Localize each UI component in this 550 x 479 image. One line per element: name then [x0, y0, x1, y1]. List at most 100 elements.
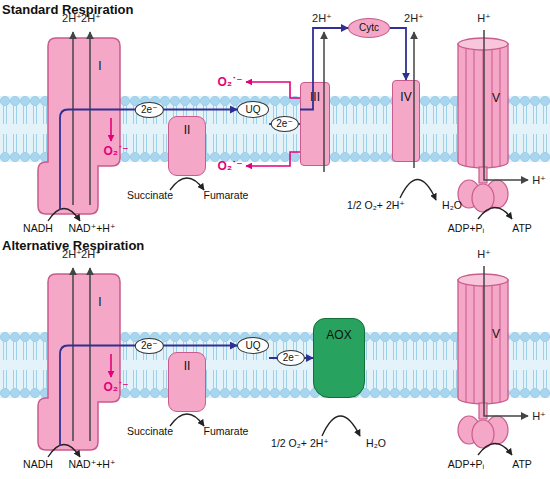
complex-label: I: [98, 296, 101, 308]
proton-arrow: [89, 268, 91, 441]
complex-ii: II: [168, 116, 206, 176]
superoxide-arrow: [110, 118, 112, 141]
complex-label: V: [492, 328, 500, 340]
proton-label: 2H⁺: [81, 13, 101, 24]
reaction-arc: [322, 416, 360, 436]
panel-heading: Alternative Respiration: [2, 239, 144, 252]
complex-label: III: [310, 91, 320, 103]
complex-iii: III: [300, 82, 330, 166]
reaction-arc: [400, 179, 436, 200]
proton-arrow: [484, 266, 528, 416]
proton-label: 2H⁺: [62, 13, 82, 24]
f0-cylinder: [458, 280, 508, 404]
f0-cylinder: [458, 44, 508, 168]
reaction-arc: [478, 208, 512, 220]
substrate-label: Succinate: [127, 190, 173, 201]
proton-arrow: [89, 32, 91, 205]
substrate-label: 1/2 O₂+ 2H⁺: [271, 438, 329, 449]
complex-outline: [38, 274, 120, 450]
proton-arrow: [413, 32, 415, 168]
electron-flow: [313, 28, 348, 82]
complex-label: Cytc: [359, 23, 379, 33]
proton-label: 2H⁺: [81, 249, 101, 260]
superoxide-arrows: [111, 82, 300, 377]
reaction-arc: [48, 445, 80, 458]
membrane-top: [0, 96, 550, 162]
electron-flow: [120, 345, 237, 347]
electron-flow: [120, 109, 237, 111]
superoxide-arrow: [246, 152, 300, 166]
superoxide-arrow: [246, 82, 300, 98]
membrane-band: [0, 96, 550, 162]
complex-label: I: [98, 60, 101, 72]
f1-subunit: [458, 416, 480, 444]
substrate-label: NADH: [23, 223, 53, 234]
complex-i-body: [38, 274, 120, 450]
proton-label: H⁺: [477, 249, 491, 260]
f0-top: [458, 38, 508, 50]
electron-flow: [269, 357, 313, 359]
f1-subunit: [486, 180, 508, 208]
proton-arrows: [73, 30, 528, 441]
complex-i: I: [38, 274, 120, 450]
complex-i: I: [38, 38, 120, 214]
electron-flow: [390, 28, 406, 80]
electron-badge: 2e⁻: [270, 116, 298, 132]
lipid-bilayer: [0, 332, 550, 398]
electron-path: [60, 82, 313, 446]
complex-outline: [452, 36, 514, 212]
reaction-arc: [170, 414, 204, 426]
complex-label: II: [184, 124, 191, 136]
proton-arrow: [323, 32, 325, 172]
product-label: NAD⁺+H⁺: [69, 223, 116, 234]
product-label: Fumarate: [204, 190, 249, 201]
atp-synthase: V: [452, 272, 514, 448]
membrane-bottom: [0, 332, 550, 398]
substrate-label: NADH: [23, 459, 53, 470]
proton-label: H⁺: [477, 13, 491, 24]
lipid-bilayer: [0, 96, 550, 162]
complex-label: II: [184, 360, 191, 372]
panel-heading: Standard Respiration: [2, 3, 133, 16]
complex-outline: [38, 38, 120, 214]
reaction-arc: [478, 444, 512, 456]
product-label: Fumarate: [204, 426, 249, 437]
proton-arrow: [72, 32, 74, 205]
substrate-label: ADP+Pᵢ: [448, 459, 484, 470]
membrane-band: [0, 332, 550, 398]
reaction-arc: [48, 209, 80, 222]
proton-arrow: [72, 268, 74, 441]
proton-label: 2H⁺: [404, 13, 424, 24]
superoxide-label: O₂˙⁻: [104, 381, 129, 393]
superoxide-arrow: [110, 354, 112, 377]
cytochrome-c: Cytc: [348, 18, 390, 38]
complex-i-body: [38, 38, 120, 214]
complex-label: IV: [400, 91, 411, 103]
proton-label: 2H⁺: [312, 13, 332, 24]
complex-label: UQ: [246, 341, 261, 351]
electron-line: [300, 82, 313, 110]
proton-label: 2H⁺: [62, 249, 82, 260]
electron-line: [60, 110, 120, 211]
product-label: NAD⁺+H⁺: [69, 459, 116, 470]
f1-subunit: [486, 416, 508, 444]
complex-outline: [452, 272, 514, 448]
alternative-oxidase: AOX: [313, 318, 365, 398]
proton-label: H⁺: [532, 411, 546, 422]
f0-stripes: [466, 285, 500, 404]
complex-label: V: [492, 92, 500, 104]
f1-subunit: [472, 184, 494, 212]
substrate-label: ADP+Pᵢ: [448, 223, 484, 234]
product-label: ATP: [512, 223, 532, 234]
proton-arrow: [484, 30, 528, 180]
superoxide-label: O₂˙⁻: [104, 145, 129, 157]
product-label: H₂O: [366, 438, 386, 449]
complex-iv: IV: [392, 80, 420, 162]
complex-ii: II: [168, 352, 206, 412]
atp-synthase: V: [452, 36, 514, 212]
product-label: ATP: [512, 459, 532, 470]
f0-stripes: [466, 49, 500, 168]
reaction-arrows: [48, 178, 512, 457]
substrate-label: 1/2 O₂+ 2H⁺: [347, 200, 405, 211]
electron-badge: 2e⁻: [135, 102, 163, 118]
